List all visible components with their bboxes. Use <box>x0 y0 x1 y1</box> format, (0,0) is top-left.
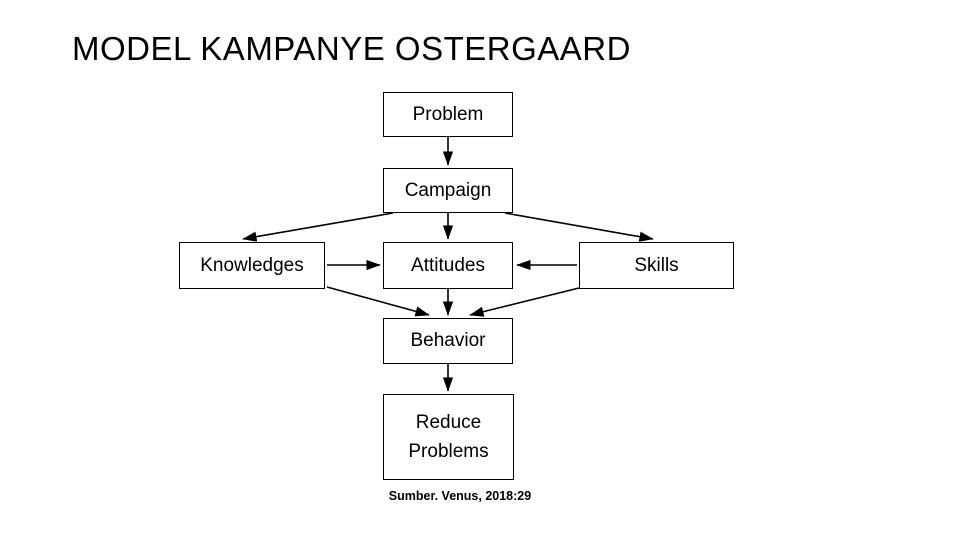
node-skills-label: Skills <box>634 254 679 276</box>
node-behavior: Behavior <box>383 318 513 364</box>
edge-skills-behavior <box>469 287 580 317</box>
node-attitudes: Attitudes <box>383 242 513 289</box>
node-knowledges: Knowledges <box>179 242 325 289</box>
node-problem-label: Problem <box>412 103 484 125</box>
node-reduce-problems-label-line2: Problems <box>408 441 489 462</box>
edge-campaign-skills <box>504 212 654 242</box>
node-knowledges-label: Knowledges <box>200 254 304 276</box>
node-reduce-problems-label-line1: Reduce <box>415 411 482 433</box>
node-problem: Problem <box>383 92 513 137</box>
node-skills: Skills <box>579 242 734 289</box>
edge-campaign-knowledges <box>242 212 394 242</box>
source-note: Sumber. Venus, 2018:29 <box>388 489 532 503</box>
node-campaign: Campaign <box>383 168 513 213</box>
node-campaign-label: Campaign <box>404 179 492 201</box>
node-behavior-label: Behavior <box>410 330 486 352</box>
page-title: MODEL KAMPANYE OSTERGAARD <box>72 30 631 67</box>
node-attitudes-label: Attitudes <box>411 254 485 276</box>
node-reduce-problems: Reduce Problems <box>383 394 514 480</box>
edge-knowledges-behavior <box>326 286 430 317</box>
